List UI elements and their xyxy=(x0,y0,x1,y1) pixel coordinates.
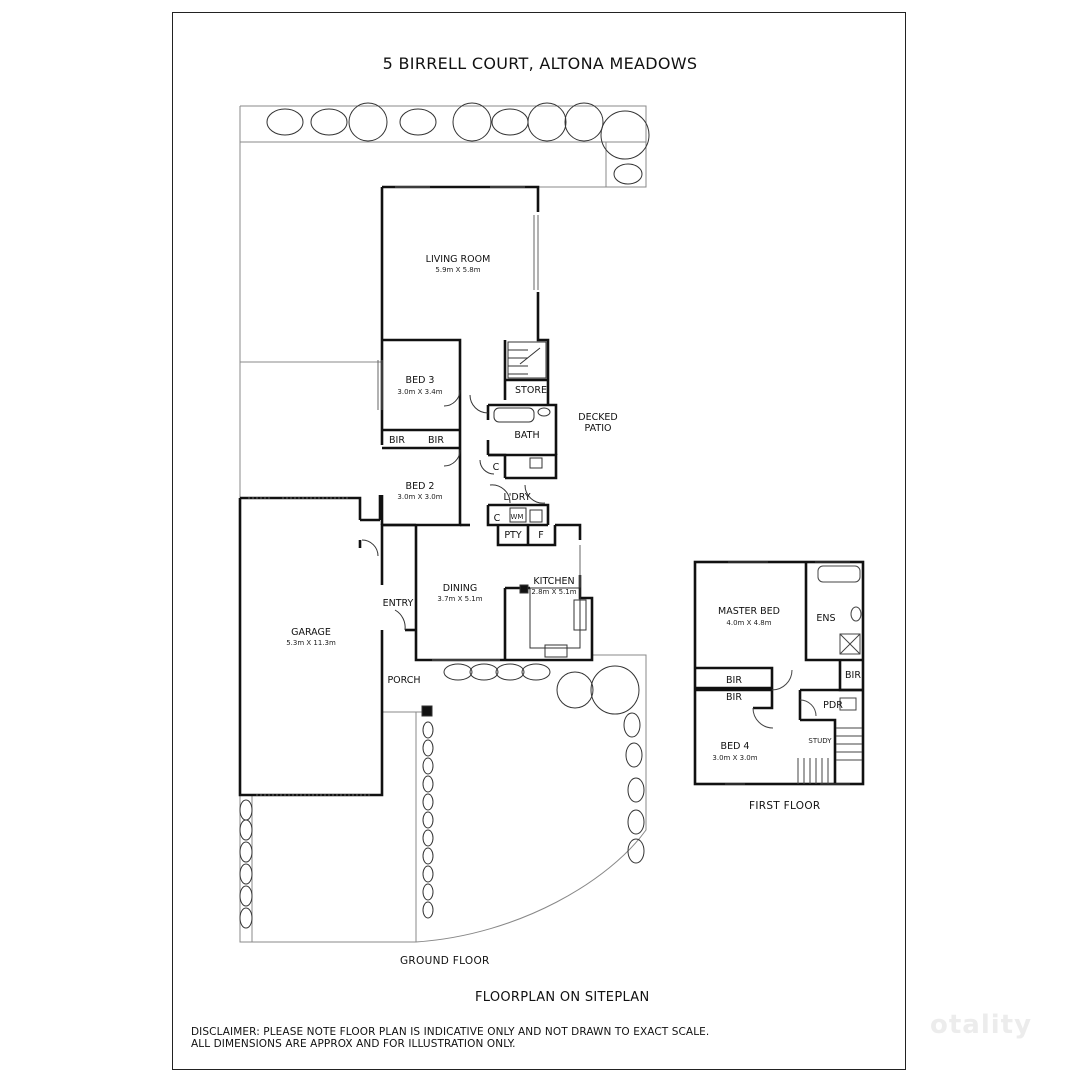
label-laundry: L'DRY xyxy=(503,492,530,503)
label-kitchen: KITCHEN xyxy=(533,576,574,587)
label-bed2: BED 2 xyxy=(406,481,435,492)
disclaimer-line-2: ALL DIMENSIONS ARE APPROX AND FOR ILLUST… xyxy=(191,1038,516,1050)
dim-master-bed: 4.0m X 4.8m xyxy=(726,619,771,627)
label-living-room: LIVING ROOM xyxy=(426,254,491,265)
label-dining: DINING xyxy=(443,583,478,594)
label-patio: PATIO xyxy=(585,423,612,434)
watermark-logo: otality xyxy=(930,1010,1033,1040)
label-entry: ENTRY xyxy=(383,598,414,609)
disclaimer: DISCLAIMER: PLEASE NOTE FLOOR PLAN IS IN… xyxy=(191,1026,709,1050)
label-bir-b: BIR xyxy=(726,692,742,703)
label-bed4: BED 4 xyxy=(721,741,750,752)
ground-floor-caption: GROUND FLOOR xyxy=(400,955,490,967)
label-porch: PORCH xyxy=(387,675,420,686)
label-wm: WM xyxy=(511,513,524,521)
label-bir-a: BIR xyxy=(726,675,742,686)
dim-bed4: 3.0m X 3.0m xyxy=(712,754,757,762)
label-bath: BATH xyxy=(514,430,539,441)
label-bir-1: BIR xyxy=(389,435,405,446)
dim-bed2: 3.0m X 3.0m xyxy=(397,493,442,501)
first-floor-details xyxy=(725,561,862,785)
label-store: STORE xyxy=(515,385,547,396)
window-lines xyxy=(248,186,581,796)
footer-title: FLOORPLAN ON SITEPLAN xyxy=(475,990,650,1005)
ground-stairs xyxy=(507,341,547,379)
sheet-border xyxy=(172,12,906,1070)
label-study: STUDY xyxy=(808,737,832,745)
label-ens: ENS xyxy=(816,613,835,624)
disclaimer-line-1: DISCLAIMER: PLEASE NOTE FLOOR PLAN IS IN… xyxy=(191,1026,710,1038)
label-c-2: C xyxy=(494,513,501,524)
label-bir-c: BIR xyxy=(845,670,861,681)
first-floor-walls xyxy=(693,560,865,786)
label-decked: DECKED xyxy=(578,412,618,423)
dim-dining: 3.7m X 5.1m xyxy=(437,595,482,603)
fixtures xyxy=(421,407,587,717)
label-c-1: C xyxy=(493,462,500,473)
dim-bed3: 3.0m X 3.4m xyxy=(397,388,442,396)
door-swings xyxy=(361,389,546,631)
landscaping xyxy=(239,102,650,929)
dim-garage: 5.3m X 11.3m xyxy=(286,639,336,647)
dim-living-room: 5.9m X 5.8m xyxy=(435,266,480,274)
property-title: 5 BIRRELL COURT, ALTONA MEADOWS xyxy=(382,54,698,73)
dim-kitchen: 2.8m X 5.1m xyxy=(531,588,576,596)
first-floor-caption: FIRST FLOOR xyxy=(749,800,821,812)
label-pty: PTY xyxy=(504,530,522,541)
label-pdr: PDR xyxy=(823,700,843,711)
label-master-bed: MASTER BED xyxy=(718,606,780,617)
label-bed3: BED 3 xyxy=(406,375,435,386)
label-garage: GARAGE xyxy=(291,627,331,638)
ground-floor-walls xyxy=(238,185,594,797)
label-f: F xyxy=(538,530,543,541)
label-bir-2: BIR xyxy=(428,435,444,446)
